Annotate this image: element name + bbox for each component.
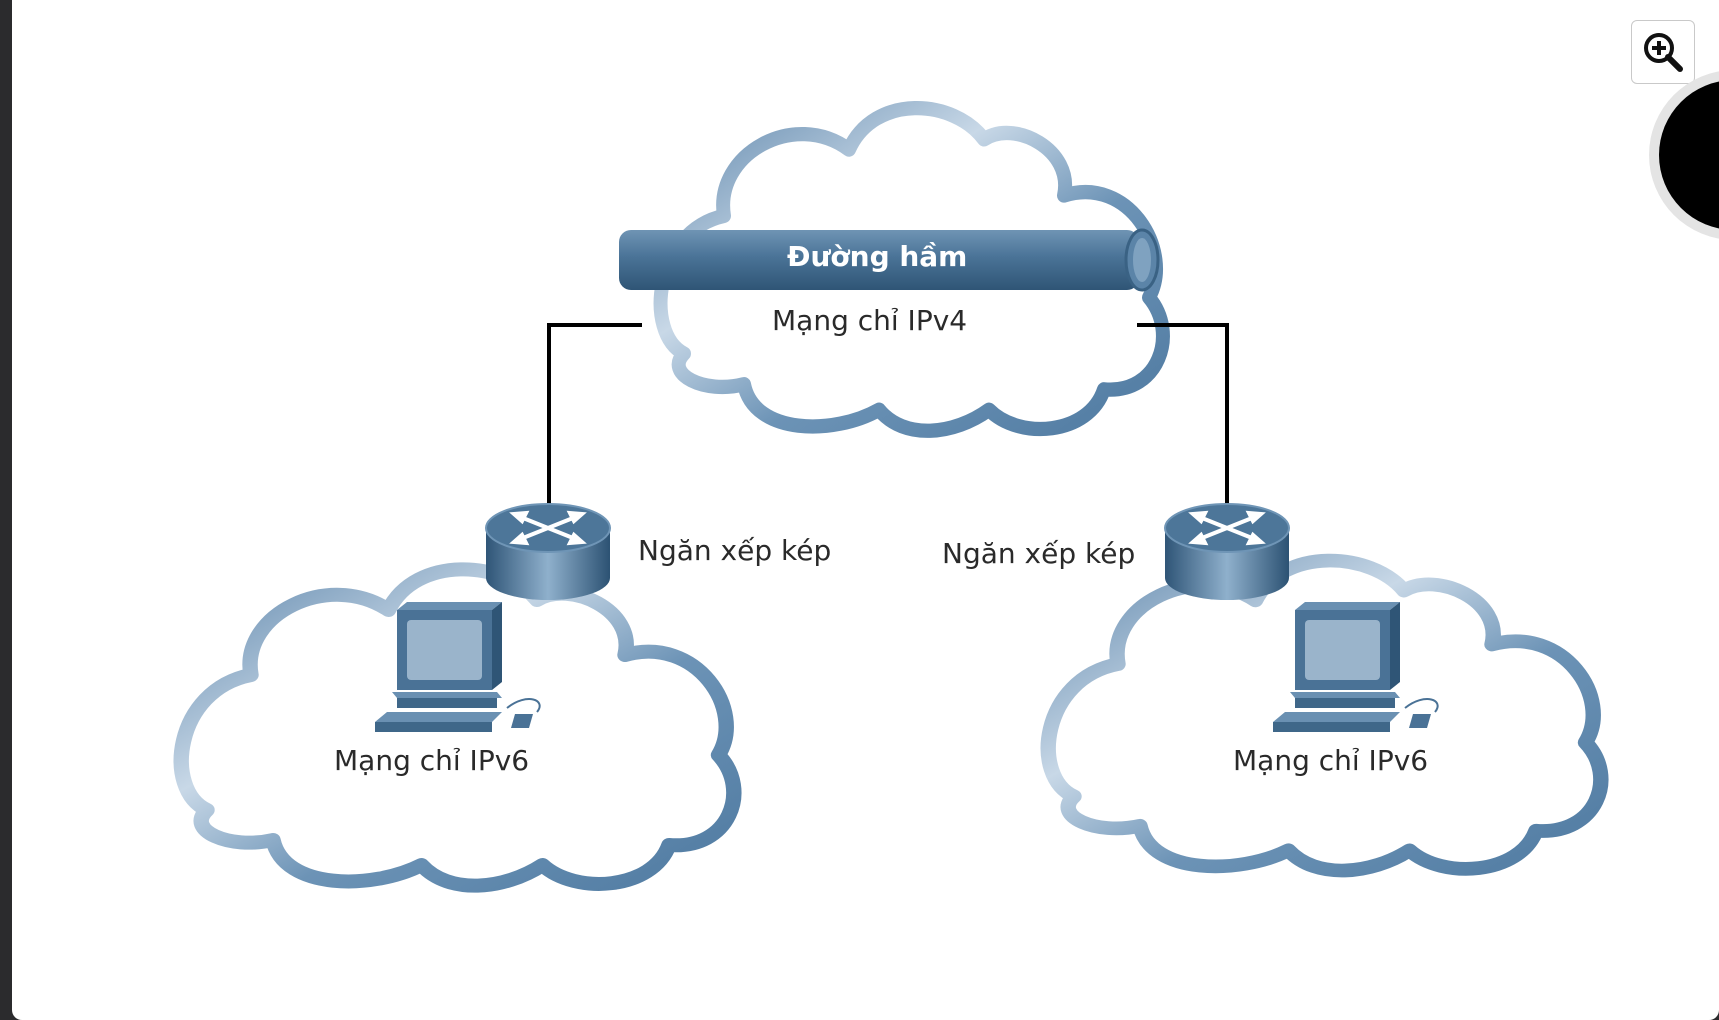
tunnel-pipe xyxy=(619,228,1160,292)
link-left xyxy=(547,323,642,505)
left-ipv6-label: Mạng chỉ IPv6 xyxy=(334,744,530,777)
router-icon xyxy=(1163,502,1291,602)
network-diagram xyxy=(12,0,1719,1020)
diagram-canvas: Đường hầm Mạng chỉ IPv4 Ngăn xếp kép Ngă… xyxy=(12,0,1719,1020)
link-right xyxy=(1137,323,1229,505)
right-router-label: Ngăn xếp kép xyxy=(942,537,1136,570)
right-ipv6-label: Mạng chỉ IPv6 xyxy=(1233,744,1429,777)
zoom-in-icon xyxy=(1644,33,1683,72)
ipv4-cloud-label: Mạng chỉ IPv4 xyxy=(772,304,968,337)
zoom-in-button[interactable] xyxy=(1631,20,1695,84)
router-icon xyxy=(484,502,612,602)
tunnel-label: Đường hầm xyxy=(787,240,968,273)
left-router-label: Ngăn xếp kép xyxy=(638,534,832,567)
